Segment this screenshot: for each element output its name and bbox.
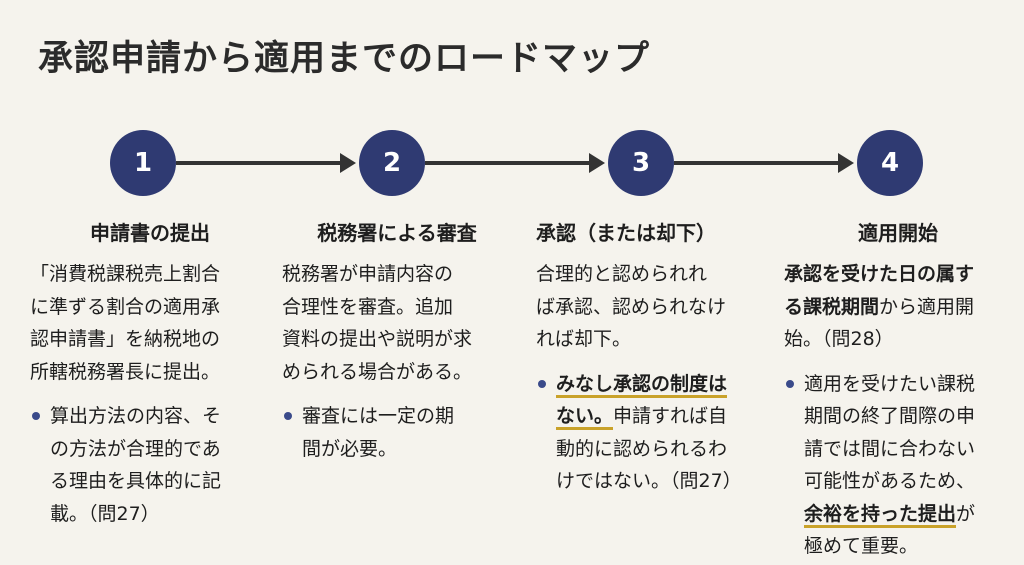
text-line: 適用を受けたい課税 (804, 368, 1018, 401)
text-line: みなし承認の制度は (556, 368, 770, 401)
text-line: 算出方法の内容、そ (50, 400, 270, 433)
step-heading: 承認（または却下） (536, 221, 716, 245)
highlighted-text: 余裕を持った提出 (804, 502, 957, 528)
text-segment: の方法が合理的であ (50, 437, 221, 460)
step-bullet: 適用を受けたい課税期間の終了間際の申請では間に合わない可能性があるため、余裕を持… (778, 368, 1018, 563)
bold-text: る課税期間 (784, 295, 880, 318)
text-line: けではない。（問27） (556, 465, 770, 498)
text-segment: 資料の提出や説明が求 (282, 328, 473, 350)
text-line: 可能性があるため、 (804, 465, 1018, 498)
text-line: 始。（問28） (784, 323, 1018, 356)
bullet-icon (786, 379, 794, 388)
step-1-circle: 1 (110, 130, 176, 196)
text-segment: が (956, 502, 976, 525)
step-heading: 適用開始 (858, 221, 938, 245)
arrow-right-icon (674, 153, 854, 173)
text-segment: 算出方法の内容、そ (50, 405, 222, 427)
page-title: 承認申請から適用までのロードマップ (38, 39, 651, 79)
step-3-column: 承認（または却下） 合理的と認められれば承認、認められなければ却下。 みなし承認… (530, 216, 770, 498)
roadmap-flow: 1 2 3 4 (0, 130, 1024, 196)
step-bullet: みなし承認の制度はない。申請すれば自動的に認められるわけではない。（問27） (530, 368, 770, 498)
step-description: 承認を受けた日の属する課税期間から適用開始。（問28） (778, 258, 1018, 356)
step-2-circle: 2 (359, 130, 425, 196)
text-segment: 申請すれば自 (613, 405, 728, 427)
text-line: 極めて重要。 (804, 530, 1018, 563)
step-4-column: 適用開始 承認を受けた日の属する課税期間から適用開始。（問28） 適用を受けたい… (778, 216, 1018, 563)
step-description: 税務署が申請内容の合理性を審査。追加資料の提出や説明が求められる場合がある。 (282, 258, 522, 388)
text-line: 期間の終了間際の申 (804, 400, 1018, 433)
text-line: ない。申請すれば自 (556, 400, 770, 433)
text-segment: められる場合がある。 (282, 360, 473, 383)
text-segment: から適用開 (879, 295, 975, 318)
text-line: 合理的と認められれ (536, 258, 770, 291)
text-line: 余裕を持った提出が (804, 498, 1018, 531)
step-heading: 税務署による審査 (317, 221, 477, 245)
highlighted-text: みなし承認の制度は (556, 372, 728, 398)
text-line: の方法が合理的であ (50, 433, 270, 466)
step-heading: 申請書の提出 (90, 221, 210, 245)
text-segment: 適用を受けたい課税 (804, 372, 976, 395)
text-line: 承認を受けた日の属す (784, 258, 1018, 291)
text-line: 動的に認められるわ (556, 433, 770, 466)
text-segment: れば却下。 (536, 328, 632, 350)
step-3-circle: 3 (608, 130, 674, 196)
text-segment: 認申請書」を納税地の (30, 328, 221, 350)
text-line: 審査には一定の期 (302, 400, 522, 433)
bold-text: 承認を受けた日の属す (784, 263, 975, 285)
highlighted-text: ない。 (556, 405, 614, 430)
text-segment: 始。（問28） (784, 328, 894, 350)
text-segment: 審査には一定の期 (302, 405, 455, 427)
text-segment: 合理的と認められれ (536, 263, 708, 285)
text-line: められる場合がある。 (282, 356, 522, 389)
text-segment: 「消費税課税売上割合 (30, 263, 221, 285)
bullet-icon (32, 412, 40, 420)
text-line: 載。（問27） (50, 498, 270, 531)
text-line: に準ずる割合の適用承 (30, 291, 270, 324)
text-segment: 合理性を審査。追加 (282, 295, 454, 318)
text-segment: 極めて重要。 (804, 535, 919, 557)
step-4-circle: 4 (857, 130, 923, 196)
step-2-column: 税務署による審査 税務署が申請内容の合理性を審査。追加資料の提出や説明が求められ… (282, 216, 522, 465)
text-segment: 動的に認められるわ (556, 437, 728, 460)
step-1-column: 申請書の提出 「消費税課税売上割合に準ずる割合の適用承認申請書」を納税地の所轄税… (30, 216, 270, 530)
text-line: 税務署が申請内容の (282, 258, 522, 291)
text-line: 合理性を審査。追加 (282, 291, 522, 324)
text-line: 所轄税務署長に提出。 (30, 356, 270, 389)
text-line: 認申請書」を納税地の (30, 323, 270, 356)
text-segment: に準ずる割合の適用承 (30, 295, 221, 318)
text-segment: けではない。（問27） (556, 470, 742, 492)
step-description: 合理的と認められれば承認、認められなければ却下。 (530, 258, 770, 356)
text-line: ば承認、認められなけ (536, 291, 770, 324)
step-description: 「消費税課税売上割合に準ずる割合の適用承認申請書」を納税地の所轄税務署長に提出。 (30, 258, 270, 388)
text-line: 間が必要。 (302, 433, 522, 466)
bullet-icon (284, 412, 292, 420)
text-segment: 請では間に合わない (804, 437, 976, 460)
text-line: 請では間に合わない (804, 433, 1018, 466)
text-line: る課税期間から適用開 (784, 291, 1018, 324)
text-line: る理由を具体的に記 (50, 465, 270, 498)
step-bullet: 算出方法の内容、その方法が合理的である理由を具体的に記載。（問27） (30, 400, 270, 530)
text-segment: 間が必要。 (302, 437, 398, 460)
text-line: 「消費税課税売上割合 (30, 258, 270, 291)
bullet-icon (538, 379, 546, 388)
step-bullet: 審査には一定の期間が必要。 (282, 400, 522, 465)
text-segment: る理由を具体的に記 (50, 470, 222, 492)
text-line: れば却下。 (536, 323, 770, 356)
text-line: 資料の提出や説明が求 (282, 323, 522, 356)
text-segment: 所轄税務署長に提出。 (30, 360, 221, 383)
text-segment: 載。（問27） (50, 502, 160, 525)
arrow-right-icon (425, 153, 605, 173)
text-segment: ば承認、認められなけ (536, 295, 727, 318)
text-segment: 可能性があるため、 (804, 470, 976, 492)
text-segment: 税務署が申請内容の (282, 263, 454, 285)
arrow-right-icon (176, 153, 356, 173)
text-segment: 期間の終了間際の申 (804, 405, 976, 427)
